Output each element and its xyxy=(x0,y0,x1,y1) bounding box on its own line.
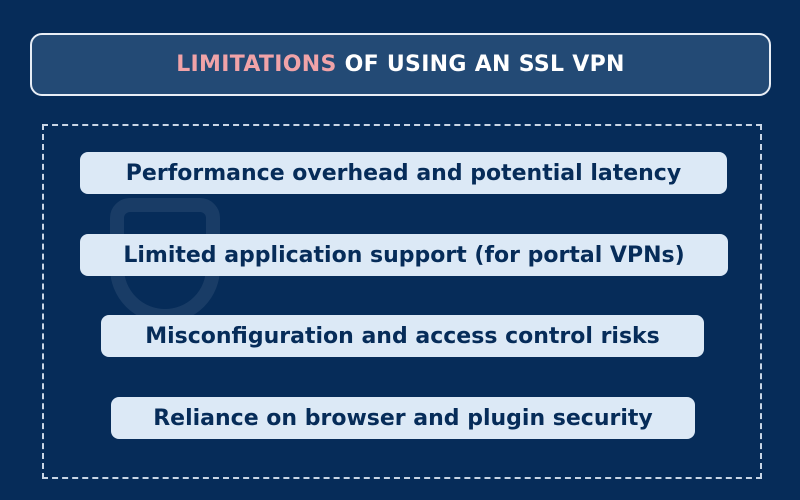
limitation-item: Performance overhead and potential laten… xyxy=(80,152,727,194)
limitation-label: Performance overhead and potential laten… xyxy=(125,160,682,186)
limitation-label: Limited application support (for portal … xyxy=(123,242,685,268)
limitation-item: Misconfiguration and access control risk… xyxy=(101,315,704,357)
title-accent: LIMITATIONS xyxy=(176,52,337,77)
limitation-item: Limited application support (for portal … xyxy=(80,234,728,276)
title-banner: LIMITATIONS OF USING AN SSL VPN xyxy=(30,33,771,96)
limitation-item: Reliance on browser and plugin security xyxy=(111,397,695,439)
dashed-frame xyxy=(42,124,762,479)
limitation-label: Misconfiguration and access control risk… xyxy=(145,323,660,349)
limitation-label: Reliance on browser and plugin security xyxy=(153,405,653,431)
title-rest: OF USING AN SSL VPN xyxy=(344,52,625,77)
